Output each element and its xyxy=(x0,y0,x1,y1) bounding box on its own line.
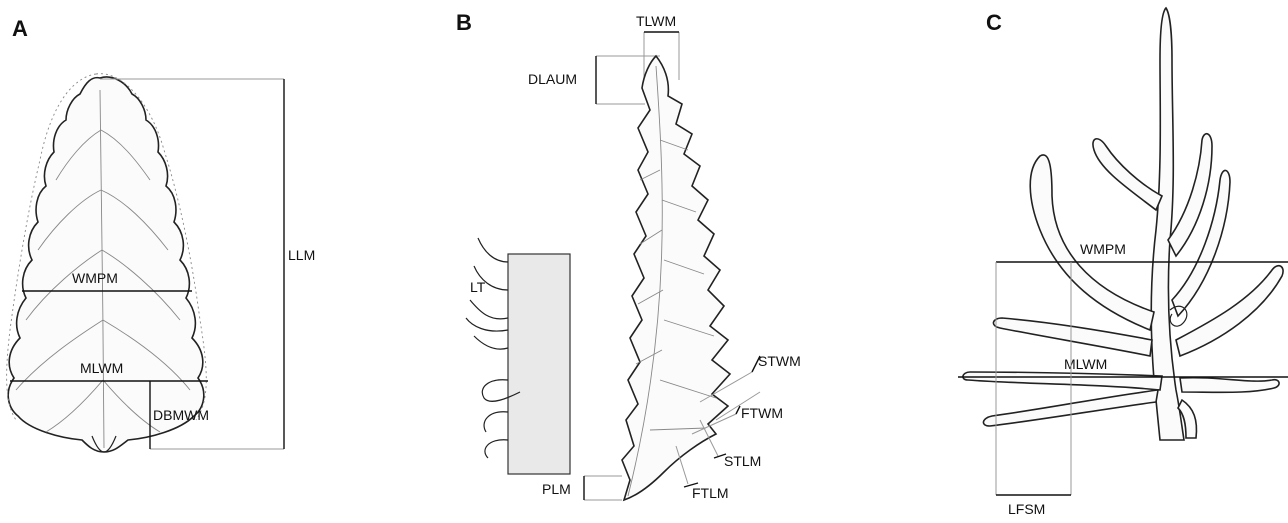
panel-b-lt-label: LT xyxy=(470,279,486,295)
panel-a-dbmwm-label: DBMWM xyxy=(153,407,209,423)
panel-b-tlwm-label: TLWM xyxy=(636,13,676,29)
panel-a-letter: A xyxy=(12,16,28,41)
panel-c-branch-upper-left xyxy=(1093,139,1162,210)
panel-b-letter: B xyxy=(456,10,472,35)
panel-a-llm-label: LLM xyxy=(288,247,315,263)
panel-c-branch-mid-left xyxy=(993,318,1152,356)
panel-b-ftwm-label: FTWM xyxy=(741,405,783,421)
panel-c-wmpm-label-text: WMPM xyxy=(1080,241,1126,257)
panel-c-branch-upper-right xyxy=(1168,134,1212,256)
panel-b-leaf-outline xyxy=(622,56,730,500)
panel-a-wmpm-label: WMPM xyxy=(72,270,118,286)
panel-c-branch-low-left xyxy=(963,372,1162,390)
panel-c-letter: C xyxy=(986,10,1002,35)
panel-a-mlwm-label: MLWM xyxy=(80,360,123,376)
panel-b-plm-label: PLM xyxy=(542,481,571,497)
panel-b-stlm-label: STLM xyxy=(724,453,761,469)
panel-b: B TLWM DLAUM STWM FTWM STLM FTLM P xyxy=(456,10,801,501)
panel-b-dlaum-label: DLAUM xyxy=(528,71,577,87)
panel-c: C WMPM MLWM LFSM xyxy=(958,8,1288,517)
panel-c-lfsm-label: LFSM xyxy=(1008,501,1045,517)
panel-b-stwm-label: STWM xyxy=(758,353,801,369)
panel-b-section-strip xyxy=(508,254,570,474)
panel-b-ftlm-label: FTLM xyxy=(692,485,729,501)
panel-c-branch-right-3 xyxy=(1180,378,1279,393)
panel-a: A LLM WMPM MLWM DBMWM xyxy=(7,16,316,452)
panel-c-mlwm-label: MLWM xyxy=(1064,356,1107,372)
